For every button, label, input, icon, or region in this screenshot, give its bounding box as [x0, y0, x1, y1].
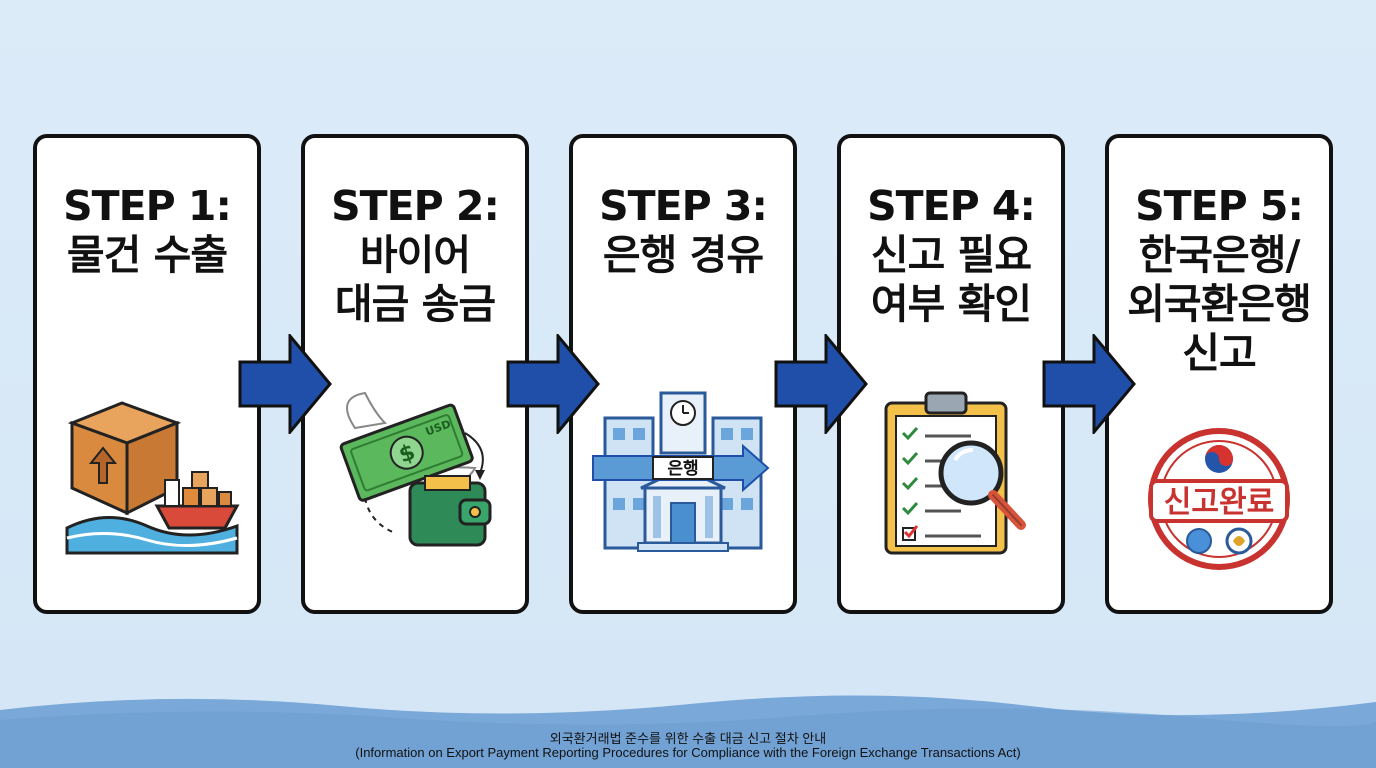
bank-sign: 은행 — [667, 459, 698, 479]
step-5-title: STEP 5: 한국은행/ 외국환은행 신고 — [1109, 182, 1329, 378]
step-4-text-line-2: 여부 확인 — [870, 280, 1032, 328]
step-4-card: STEP 4: 신고 필요 여부 확인 — [837, 134, 1065, 614]
report-complete-stamp-icon: 신고완료 — [1148, 428, 1290, 570]
flying-money-wallet-icon: $ USD — [339, 391, 492, 547]
step-2-card: STEP 2: 바이어 대금 송금 $ USD — [301, 134, 529, 614]
step-5-card: STEP 5: 한국은행/ 외국환은행 신고 신고완료 — [1105, 134, 1333, 614]
step-3-card: STEP 3: 은행 경유 은행 — [569, 134, 797, 614]
arrow-right-icon-1 — [238, 334, 332, 434]
footer-title-english: (Information on Export Payment Reporting… — [355, 745, 1021, 760]
step-3-label: STEP 3: — [599, 182, 768, 230]
footer-title-korean: 외국환거래법 준수를 위한 수출 대금 신고 절차 안내 — [549, 731, 827, 746]
step-1-label: STEP 1: — [63, 182, 232, 230]
step-4-title: STEP 4: 신고 필요 여부 확인 — [841, 182, 1061, 329]
step-1-text-line-1: 물건 수출 — [66, 231, 228, 279]
step-2-text-line-2: 대금 송금 — [334, 280, 496, 328]
step-5-label: STEP 5: — [1135, 182, 1304, 230]
step-5-text-line-1: 한국은행/ — [1138, 231, 1301, 279]
cargo-ship-box-icon — [65, 401, 240, 555]
step-3-title: STEP 3: 은행 경유 — [573, 182, 793, 280]
step-1-title: STEP 1: 물건 수출 — [37, 182, 257, 280]
arrow-right-icon-2 — [506, 334, 600, 434]
step-4-text-line-1: 신고 필요 — [870, 231, 1032, 279]
step-2-text-line-1: 바이어 — [359, 231, 471, 279]
step-3-text-line-1: 은행 경유 — [602, 231, 764, 279]
footer-wave — [0, 695, 1376, 768]
bank-building-icon: 은행 — [592, 391, 770, 552]
checklist-magnifier-icon — [884, 391, 1026, 555]
step-5-text-line-3: 신고 — [1182, 329, 1256, 377]
step-4-label: STEP 4: — [867, 182, 1036, 230]
stamp-text: 신고완료 — [1164, 485, 1274, 520]
step-1-card: STEP 1: 물건 수출 — [33, 134, 261, 614]
arrow-right-icon-4 — [1042, 334, 1136, 434]
step-2-title: STEP 2: 바이어 대금 송금 — [305, 182, 525, 329]
step-2-label: STEP 2: — [331, 182, 500, 230]
arrow-right-icon-3 — [774, 334, 868, 434]
step-5-text-line-2: 외국환은행 — [1127, 280, 1312, 328]
